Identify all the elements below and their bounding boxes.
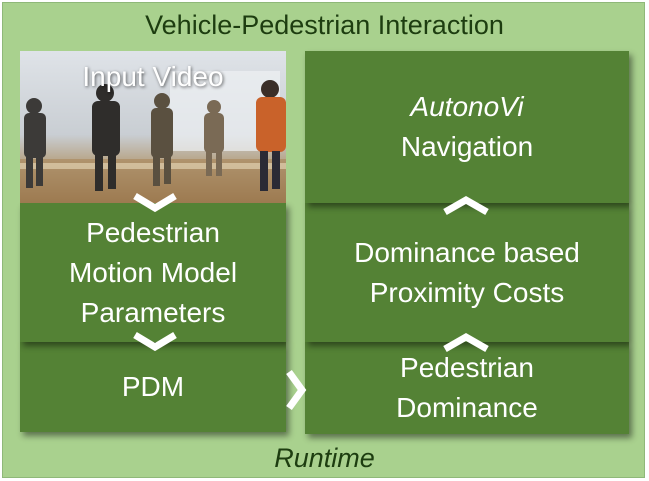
pdm-box: PDM (20, 342, 286, 432)
diagram-title: Vehicle-Pedestrian Interaction (145, 10, 504, 40)
runtime-label: Runtime (274, 443, 375, 473)
input-video-image: Input Video (20, 51, 286, 203)
chevron-up-icon (443, 332, 489, 353)
proximity-costs-line-1: Dominance based (354, 236, 580, 268)
pedestrian-dominance-line-2: Dominance (396, 392, 538, 423)
chevron-up-icon (443, 195, 489, 216)
motion-model-line-3: Parameters (80, 296, 226, 328)
motion-model-box: Pedestrian Motion Model Parameters (20, 203, 286, 342)
motion-model-line-1: Pedestrian (86, 216, 220, 248)
pdm-label: PDM (121, 371, 185, 402)
motion-model-line-2: Motion Model (68, 256, 238, 288)
proximity-costs-box: Dominance based Proximity Costs (305, 203, 629, 342)
navigation-label: Navigation (400, 131, 534, 162)
pedestrian-dominance-box: Pedestrian Dominance (305, 342, 629, 434)
navigation-box: AutonoVi Navigation (305, 51, 629, 203)
proximity-costs-line-2: Proximity Costs (369, 276, 565, 308)
pedestrian-dominance-line-1: Pedestrian (400, 352, 534, 383)
chevron-down-icon (133, 192, 177, 213)
navigation-name: AutonoVi (410, 91, 524, 122)
chevron-right-icon (286, 369, 307, 411)
chevron-down-icon (133, 331, 177, 352)
input-video-label: Input Video (82, 61, 224, 92)
